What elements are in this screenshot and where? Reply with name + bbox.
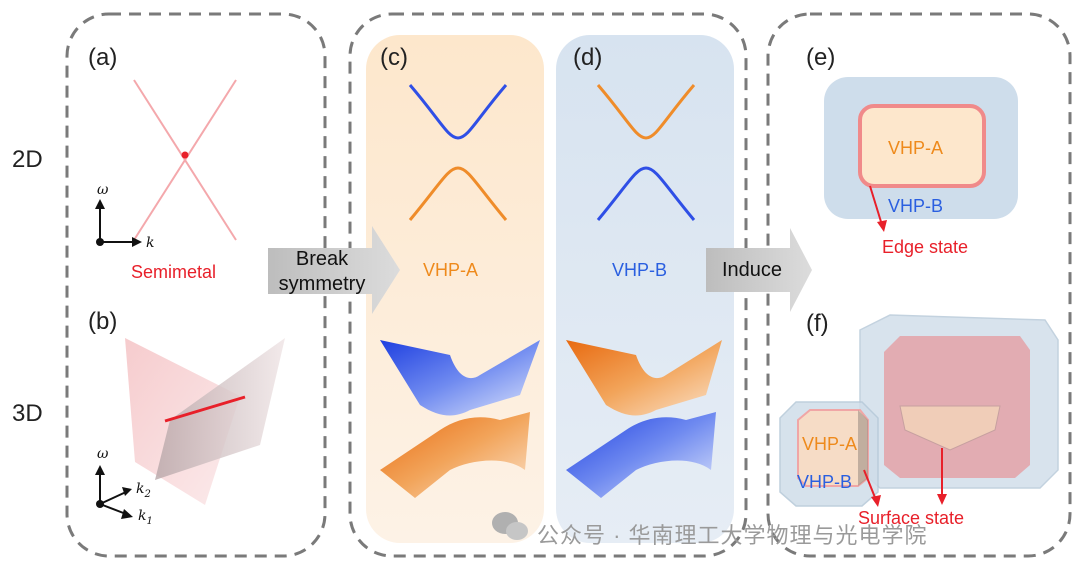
induce-arrow	[706, 228, 812, 312]
break-symmetry-label: Break symmetry	[278, 248, 366, 295]
vhp-a-region-2d	[858, 104, 986, 188]
panel-d-background	[556, 35, 734, 543]
semimetal-crossing-bands	[133, 79, 237, 241]
panel-c-letter: (c)	[380, 44, 408, 71]
nodal-line	[164, 395, 246, 423]
axes-2d-icon	[95, 199, 142, 247]
dirac-point	[181, 151, 189, 159]
vhp-b-3d-sheets	[566, 340, 722, 498]
panel-a-letter: (a)	[88, 44, 118, 71]
axes-3d-icon	[95, 465, 133, 519]
inner-vhp-a-cube	[884, 336, 1030, 478]
wechat-icon	[492, 512, 528, 540]
edge-vhp-a-label: VHP-A	[888, 138, 944, 158]
surface-state-label: Surface state	[858, 508, 965, 528]
small-vhp-b-cube	[779, 401, 879, 507]
edge-state-label: Edge state	[882, 237, 969, 257]
panel-e-letter: (e)	[806, 44, 836, 71]
row-label-3d: 3D	[12, 400, 43, 427]
panel-b-letter: (b)	[88, 308, 118, 335]
vhp-b-caption: VHP-B	[612, 260, 668, 280]
vhp-b-2d-bands	[596, 84, 696, 221]
axis-omega-label: ω	[97, 182, 109, 198]
surface-state-pointer-1	[863, 469, 877, 501]
vhp-a-caption: VHP-A	[423, 260, 479, 280]
axis-k2-label: k2	[136, 481, 151, 500]
vhp-a-2d-bands	[408, 84, 508, 221]
edge-vhp-b-label: VHP-B	[888, 196, 944, 216]
axis-omega-3d-label: ω	[97, 446, 109, 462]
row-label-2d: 2D	[12, 146, 43, 173]
panel-c-background	[366, 35, 544, 543]
semimetal-label: Semimetal	[131, 262, 217, 282]
panel-d-letter: (d)	[573, 44, 603, 71]
vhp-a-3d-sheets	[380, 340, 540, 498]
panel-f-letter: (f)	[806, 310, 829, 337]
axis-k1-label: k1	[138, 508, 153, 527]
surface-vhp-b-label: VHP-B	[797, 472, 853, 492]
watermark-text: 公众号 · 华南理工大学物理与光电学院	[537, 523, 928, 548]
induce-label: Induce	[721, 259, 783, 281]
edge-state-pointer	[869, 185, 883, 226]
surface-vhp-a-label: VHP-A	[802, 434, 858, 454]
axis-k-label: k	[146, 235, 155, 251]
semimetal-3d-sheets	[125, 338, 285, 505]
break-symmetry-arrow	[268, 226, 400, 314]
